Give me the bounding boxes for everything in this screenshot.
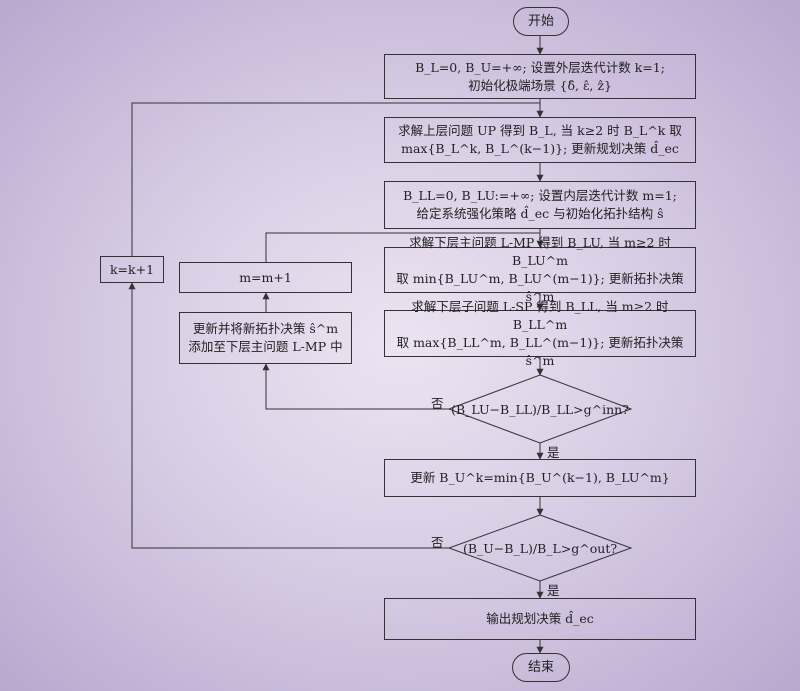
edge-minc-lmp [265, 232, 540, 262]
edge-outer-no [128, 282, 449, 549]
inner-no-label: 否 [431, 396, 444, 411]
output-label: 输出规划决策 d̂_ec [486, 611, 594, 626]
start-terminal: 开始 [513, 7, 569, 36]
solve-lsp-box: 求解下层子问题 L-SP 得到 B_LL, 当 m≥2 时 B_LL^m 取 m… [384, 299, 696, 368]
add-cut-line1: 更新并将新拓扑决策 ŝ^m [192, 321, 339, 336]
solve-lmp-line1: 求解下层主问题 L-MP 得到 B_LU, 当 m≥2 时 B_LU^m [409, 235, 671, 268]
end-terminal: 结束 [512, 653, 570, 682]
k-increment-label: k=k+1 [109, 261, 155, 277]
init-outer-line1: B_L=0, B_U=+∞; 设置外层迭代计数 k=1; [415, 59, 665, 75]
outer-yes-label: 是 [547, 583, 560, 598]
solve-lsp-line2: 取 max{B_LL^m, B_LL^(m−1)}; 更新拓扑决策 ŝ^m [396, 334, 684, 368]
m-increment-label: m=m+1 [239, 269, 292, 285]
k-increment-box: k=k+1 [100, 256, 164, 283]
outer-check-diamond [447, 514, 633, 582]
init-outer-box: B_L=0, B_U=+∞; 设置外层迭代计数 k=1; 初始化极端场景 {δ̂… [384, 54, 696, 99]
solve-up-line2: max{B_L^k, B_L^(k−1)}; 更新规划决策 d̂_ec [401, 141, 679, 156]
output-box: 输出规划决策 d̂_ec [384, 598, 696, 640]
end-label: 结束 [527, 659, 554, 675]
update-bu-label: 更新 B_U^k=min{B_U^(k−1), B_LU^m} [410, 470, 670, 485]
init-outer-line2: 初始化极端场景 {δ̂, ε̂, ẑ} [468, 77, 612, 93]
init-inner-box: B_LL=0, B_LU:=+∞; 设置内层迭代计数 m=1; 给定系统强化策略… [384, 181, 696, 229]
edge-kinc-up [131, 102, 540, 256]
solve-lmp-line2: 取 min{B_LU^m, B_LU^(m−1)}; 更新拓扑决策 ŝ^m [396, 271, 684, 304]
init-inner-line1: B_LL=0, B_LU:=+∞; 设置内层迭代计数 m=1; [403, 188, 677, 203]
add-cut-line2: 添加至下层主问题 L-MP 中 [188, 339, 343, 354]
inner-check-diamond [447, 374, 633, 444]
solve-up-box: 求解上层问题 UP 得到 B_L, 当 k≥2 时 B_L^k 取 max{B_… [384, 117, 696, 163]
outer-check-text: (B_U−B_L)/B_L>g^out? [462, 540, 618, 556]
edge-inner-no [262, 363, 449, 410]
m-increment-box: m=m+1 [179, 262, 352, 293]
inner-check-text: (B_LU−B_LL)/B_LL>g^inn? [451, 401, 629, 417]
inner-yes-label: 是 [547, 445, 560, 460]
solve-lmp-box: 求解下层主问题 L-MP 得到 B_LU, 当 m≥2 时 B_LU^m 取 m… [384, 235, 696, 304]
solve-up-line1: 求解上层问题 UP 得到 B_L, 当 k≥2 时 B_L^k 取 [398, 123, 682, 138]
start-label: 开始 [527, 13, 554, 29]
init-inner-line2: 给定系统强化策略 d̂_ec 与初始化拓扑结构 ŝ [416, 206, 664, 221]
add-cut-box: 更新并将新拓扑决策 ŝ^m 添加至下层主问题 L-MP 中 [179, 312, 352, 364]
outer-no-label: 否 [431, 535, 444, 550]
solve-lsp-line1: 求解下层子问题 L-SP 得到 B_LL, 当 m≥2 时 B_LL^m [411, 298, 669, 332]
update-bu-box: 更新 B_U^k=min{B_U^(k−1), B_LU^m} [384, 459, 696, 497]
